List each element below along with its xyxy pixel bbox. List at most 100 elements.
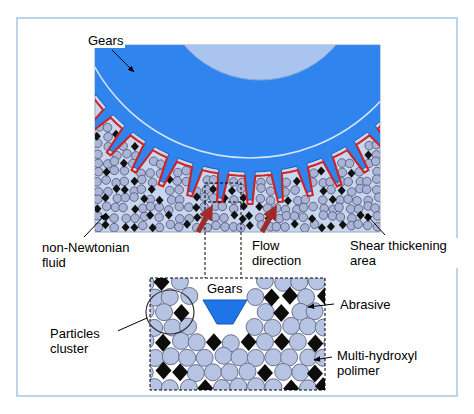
polymer-particle bbox=[139, 221, 148, 230]
polymer-particle bbox=[130, 193, 139, 202]
polymer-particle bbox=[150, 332, 154, 349]
polymer-particle bbox=[282, 212, 291, 221]
polymer-particle bbox=[175, 202, 184, 211]
cluster-outline bbox=[146, 290, 194, 334]
zoom-box bbox=[150, 278, 325, 390]
abrasive-particle bbox=[307, 364, 323, 382]
abrasive-particle bbox=[319, 186, 327, 195]
abrasive-particle bbox=[357, 211, 365, 220]
abrasive-particle bbox=[197, 379, 213, 390]
polymer-particle bbox=[373, 212, 380, 221]
abrasive-particle bbox=[131, 177, 139, 186]
polymer-particle bbox=[185, 203, 194, 212]
abrasive-particle bbox=[245, 211, 253, 220]
polymer-particle bbox=[137, 185, 146, 194]
polymer-particle bbox=[229, 178, 238, 187]
polymer-particle bbox=[265, 349, 282, 366]
part-label: Particles cluster bbox=[48, 326, 118, 356]
polymer-particle bbox=[200, 193, 209, 202]
polymer-particle bbox=[248, 378, 265, 390]
polymer-particle bbox=[256, 333, 273, 350]
gear-body bbox=[95, 45, 380, 200]
polymer-particle bbox=[336, 213, 345, 222]
abrasive-particle bbox=[327, 222, 335, 231]
part-label: Gears bbox=[86, 33, 125, 48]
abrasive-particle bbox=[228, 186, 236, 195]
abrasive-particle bbox=[317, 287, 325, 305]
polymer-particle bbox=[256, 278, 273, 289]
polymer-particle bbox=[161, 380, 178, 390]
abrasive-particle bbox=[209, 185, 217, 194]
polymer-particle bbox=[289, 333, 306, 350]
polymer-particle bbox=[346, 205, 355, 214]
abrasive-particle bbox=[103, 167, 111, 176]
polymer-particle bbox=[155, 213, 164, 222]
abrasive-particle bbox=[154, 278, 170, 291]
abrasive-particle bbox=[112, 184, 120, 193]
polymer-particle bbox=[188, 334, 205, 351]
boundary-line bbox=[95, 45, 380, 204]
polymer-particle bbox=[230, 378, 247, 390]
polymer-particle bbox=[328, 212, 337, 221]
polymer-particle bbox=[344, 195, 353, 204]
abrasive-particle bbox=[101, 220, 109, 229]
polymer-particle bbox=[95, 167, 103, 176]
abrasive-particle bbox=[241, 333, 257, 351]
polymer-particle bbox=[148, 178, 157, 187]
abrasive-particle bbox=[293, 177, 301, 186]
abrasive-particle bbox=[121, 185, 129, 194]
polymer-particle bbox=[110, 223, 119, 232]
polymer-particle bbox=[309, 202, 318, 211]
polymer-particle bbox=[315, 319, 325, 336]
polymer-particle bbox=[155, 223, 164, 232]
polymer-particle bbox=[344, 178, 353, 187]
leader-line bbox=[314, 357, 332, 360]
polymer-particle bbox=[110, 166, 119, 175]
polymer-particle bbox=[220, 214, 229, 223]
flow-arrow bbox=[262, 210, 274, 232]
abrasive-particle bbox=[364, 151, 372, 160]
abrasive-particle bbox=[101, 193, 109, 202]
leader-line bbox=[113, 318, 147, 333]
polymer-particle bbox=[122, 214, 131, 223]
abrasive-particle bbox=[246, 221, 254, 230]
polymer-particle bbox=[215, 347, 232, 364]
polymer-particle bbox=[299, 318, 316, 335]
polymer-particle bbox=[308, 278, 325, 290]
polymer-particle bbox=[95, 150, 102, 159]
polymer-particle bbox=[95, 139, 102, 148]
polymer-particle bbox=[345, 159, 354, 168]
polymer-particle bbox=[374, 193, 380, 202]
abrasive-particle bbox=[95, 132, 101, 141]
polymer-particle bbox=[110, 157, 119, 166]
polymer-particle bbox=[182, 166, 191, 175]
zoom-layer bbox=[150, 278, 325, 390]
abrasive-particle bbox=[317, 166, 325, 175]
leader-line bbox=[84, 214, 106, 237]
polymer-particle bbox=[181, 287, 198, 304]
polymer-particle bbox=[166, 220, 175, 229]
part-label: Multi-hydroxyl polimer bbox=[335, 348, 443, 378]
polymer-particle bbox=[315, 349, 325, 366]
polymer-particle bbox=[146, 202, 155, 211]
abrasive-particle bbox=[318, 223, 326, 232]
polymer-particle bbox=[230, 196, 239, 205]
zoom-line bbox=[241, 202, 242, 278]
polymer-particle bbox=[103, 123, 112, 132]
polymer-particle bbox=[354, 220, 363, 229]
abrasive-particle bbox=[329, 195, 337, 204]
polymer-particle bbox=[211, 213, 220, 222]
abrasive-particle bbox=[146, 211, 154, 220]
polymer-particle bbox=[319, 211, 328, 220]
abrasive-particle bbox=[156, 362, 172, 380]
polymer-particle bbox=[119, 203, 128, 212]
abrasive-particle bbox=[156, 196, 164, 205]
polymer-particle bbox=[150, 302, 154, 319]
polymer-particle bbox=[275, 363, 292, 380]
polymer-particle bbox=[335, 203, 344, 212]
polymer-particle bbox=[121, 193, 130, 202]
polymer-particle bbox=[173, 177, 182, 186]
abrasive-particle bbox=[183, 220, 191, 229]
leader-line bbox=[366, 214, 385, 235]
abrasive-particle bbox=[149, 223, 157, 232]
